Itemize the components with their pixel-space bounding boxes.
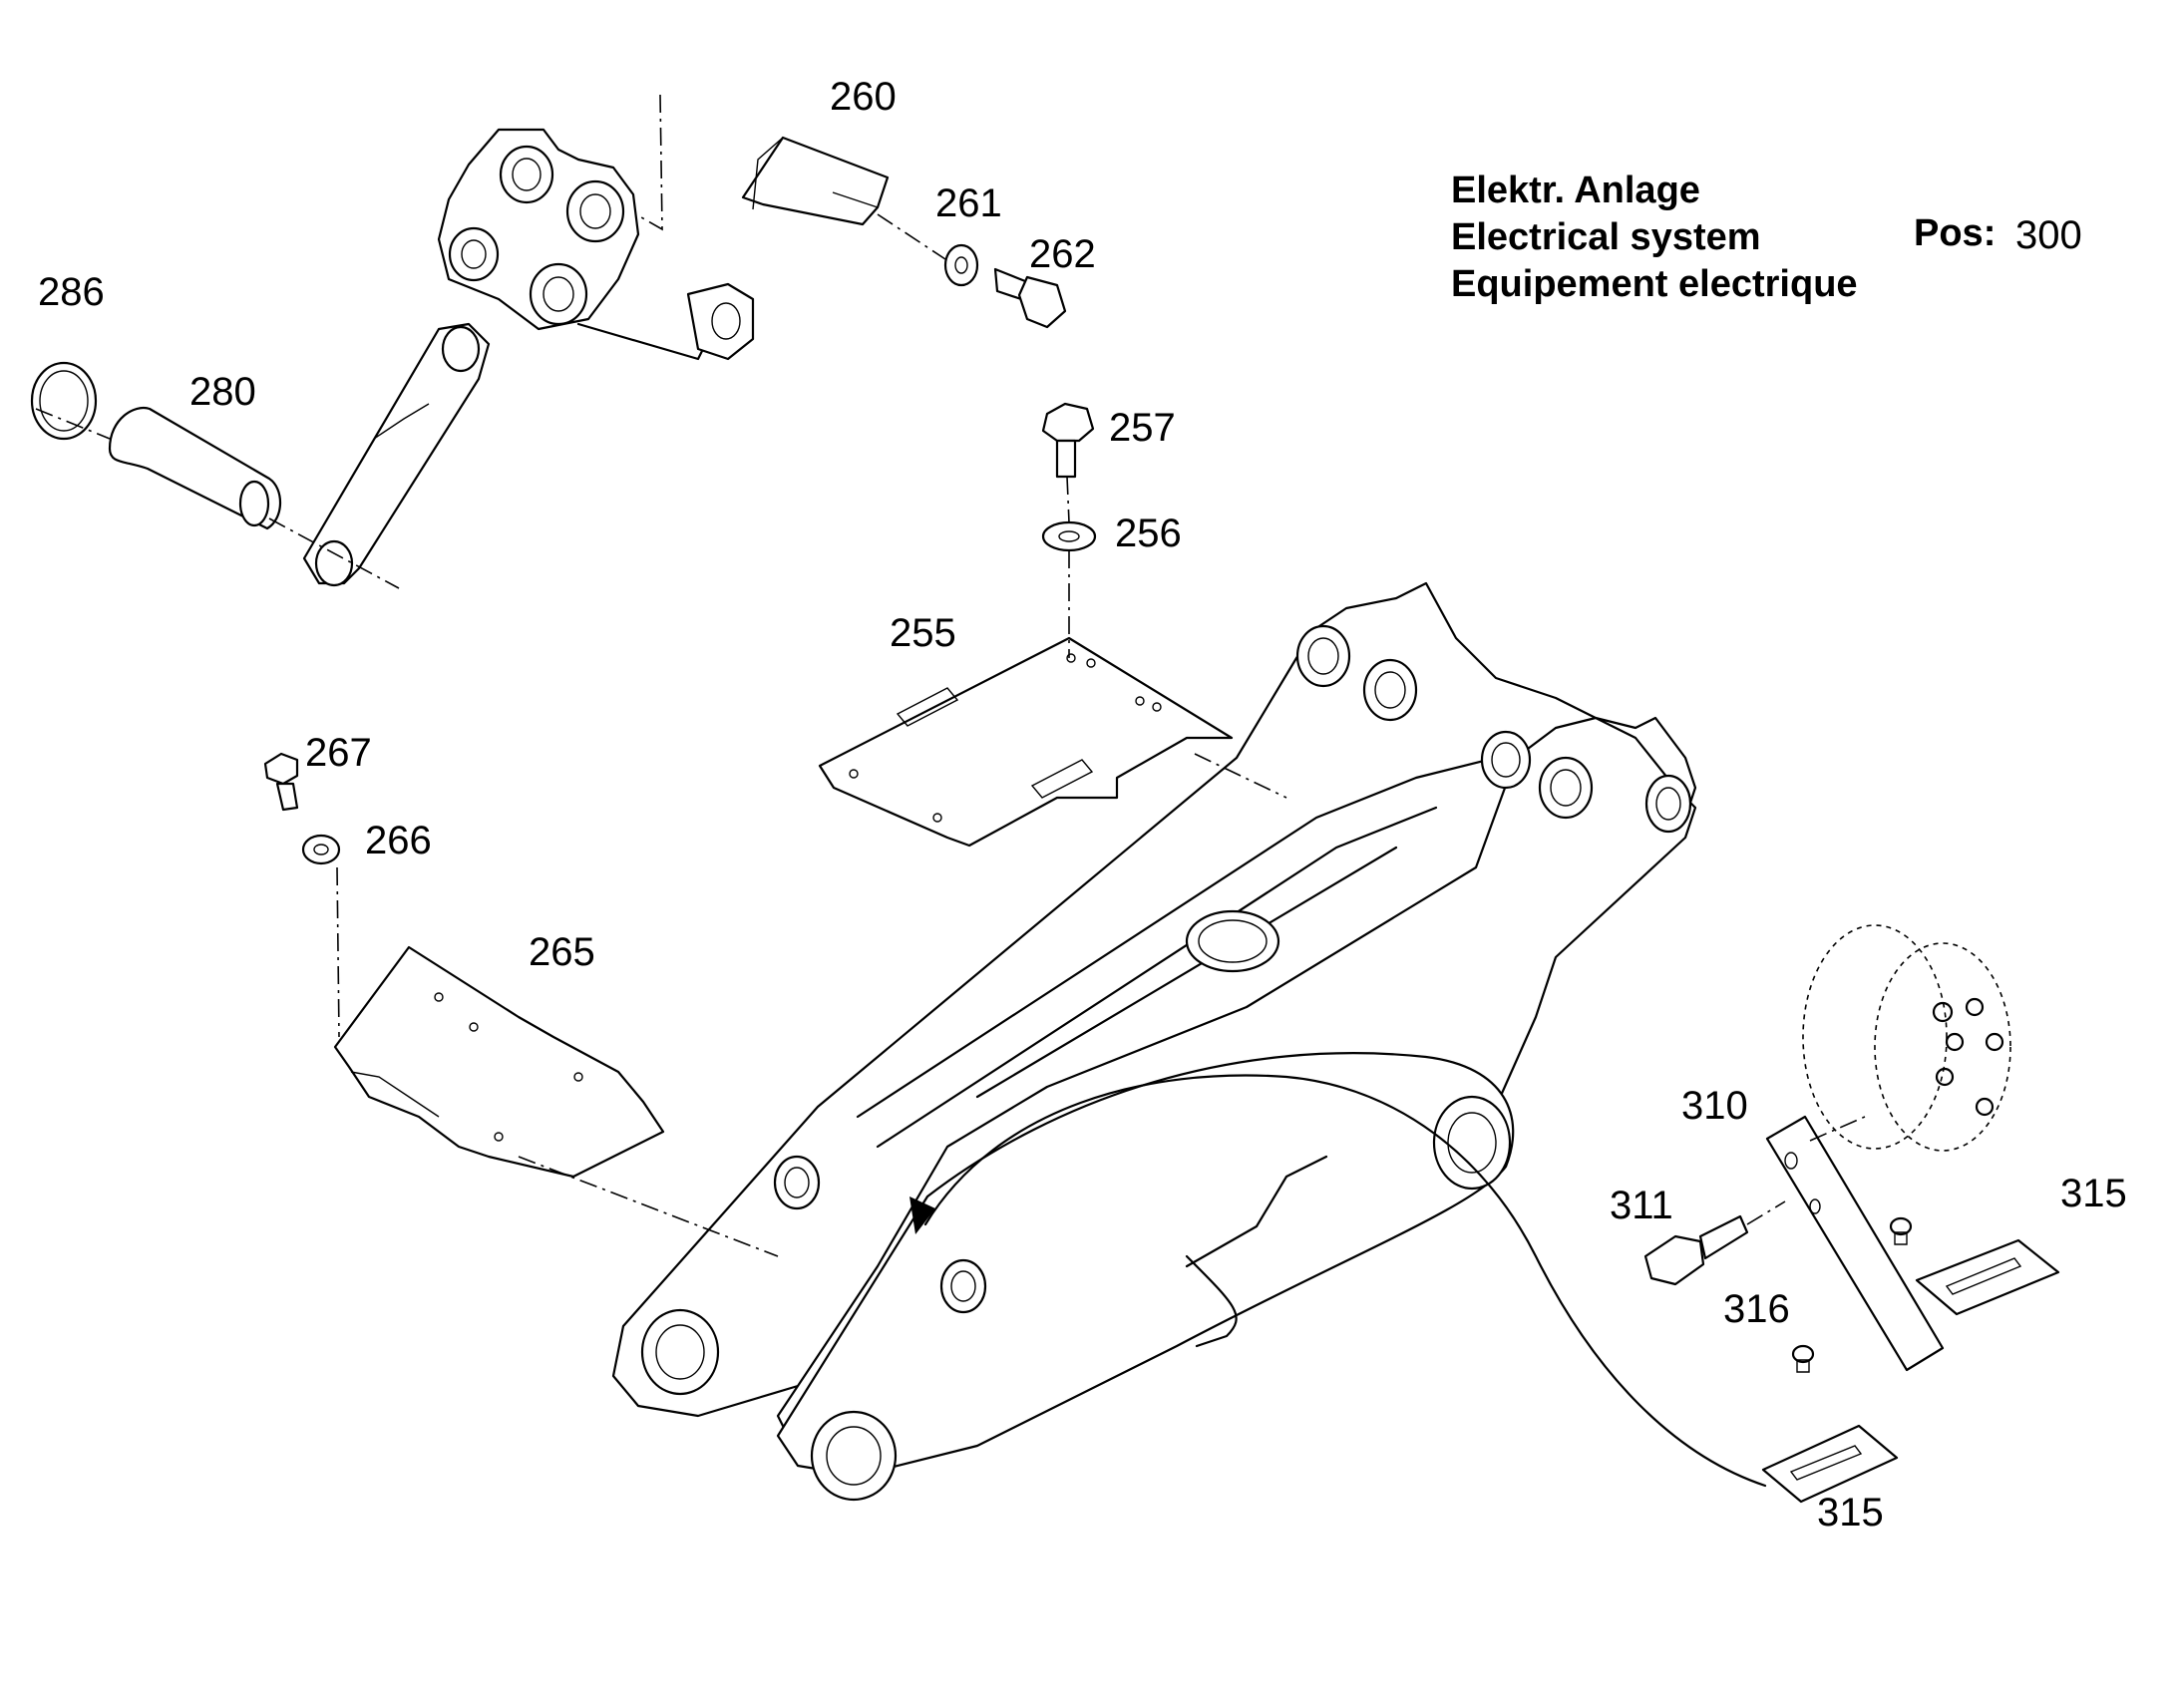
leader-265-266 xyxy=(336,866,779,1257)
legend-title-english: Electrical system xyxy=(1451,216,1761,258)
leader-257-256 xyxy=(1066,476,1070,658)
callout-267: 267 xyxy=(305,731,372,775)
callout-280: 280 xyxy=(189,370,256,414)
part-315-plate-upper xyxy=(1915,1238,2060,1316)
callout-265: 265 xyxy=(529,930,595,974)
part-266-washer xyxy=(301,834,341,865)
part-motor-outline xyxy=(1802,924,2011,1152)
leader-311 xyxy=(1746,1200,1786,1225)
part-255-cover-plate xyxy=(818,636,1234,848)
leader-255 xyxy=(1194,753,1287,799)
callout-255: 255 xyxy=(890,611,956,655)
callout-256: 256 xyxy=(1115,512,1182,555)
callout-315-upper: 315 xyxy=(2060,1172,2127,1215)
part-315-plate-lower xyxy=(1761,1424,1899,1504)
boom-assembly xyxy=(611,581,1767,1502)
part-311-screw xyxy=(1643,1214,1749,1286)
part-256-washer xyxy=(1041,520,1097,552)
callout-260: 260 xyxy=(830,75,897,119)
position-label: Pos: xyxy=(1914,212,1997,254)
callout-257: 257 xyxy=(1109,406,1176,450)
leader-280 xyxy=(35,408,400,589)
callout-261: 261 xyxy=(935,181,1002,225)
callout-266: 266 xyxy=(365,819,432,862)
part-261-washer xyxy=(943,243,979,287)
part-316-screw-upper xyxy=(1889,1216,1913,1245)
callout-315-lower: 315 xyxy=(1817,1491,1884,1535)
part-310-bar xyxy=(1765,1115,1945,1372)
callout-286: 286 xyxy=(38,270,105,314)
part-257-bolt xyxy=(1041,402,1095,479)
part-280-pin xyxy=(108,406,282,530)
part-262-bolt xyxy=(993,267,1067,329)
callout-262: 262 xyxy=(1029,232,1096,276)
part-265-guard xyxy=(333,945,665,1179)
part-286-snap-ring xyxy=(30,361,98,441)
part-link-arm xyxy=(302,322,491,587)
legend-title-french: Equipement electrique xyxy=(1451,263,1858,305)
callout-310: 310 xyxy=(1681,1084,1748,1128)
position-value: 300 xyxy=(2015,213,2082,257)
part-260-bracket xyxy=(741,136,890,226)
part-carrier-head xyxy=(437,128,755,361)
legend-title-german: Elektr. Anlage xyxy=(1451,170,1700,211)
callout-311: 311 xyxy=(1610,1184,1673,1227)
part-316-screw-lower xyxy=(1791,1344,1815,1373)
part-267-bolt xyxy=(263,752,299,812)
leader-310 xyxy=(1809,1116,1866,1142)
callout-316: 316 xyxy=(1723,1287,1790,1331)
